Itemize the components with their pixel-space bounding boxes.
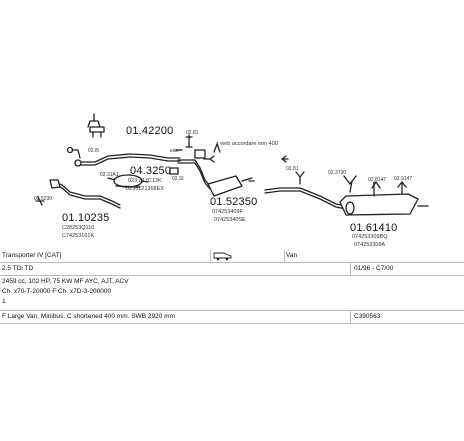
info-row-3: 2459 cc, 102 HP, 75 KW MF AYC, AJT, ACV [0,276,464,286]
vehicle-type-text: Van [286,252,298,259]
info-row-1: Transporter IV [CAT] Van [0,250,464,263]
info-row-4: Ch. x70-T-20000 F Ch. x7D-3-200000 [0,286,464,296]
pipes-text: 1 [2,298,6,305]
clamp-label-6: 02.81 [286,166,299,172]
part-middle-silencer [177,143,253,197]
vehicle-info-table: Transporter IV [CAT] Van 2.5 TDi TD 01/9… [0,250,464,330]
part-number-3-sub2: 07425340SE [214,217,246,223]
annotation-arrow [203,155,289,182]
info-row-2: 2.5 TDi TD 01/96 - C7/00 [0,263,464,276]
engine-codes-text: 2459 cc, 102 HP, 75 KW MF AYC, AJT, ACV [2,278,129,285]
part-number-3: 01.52350 [210,196,258,208]
part-front-flange [87,113,105,138]
part-number-3-sub1: 074253409F [212,209,243,215]
catalog-number-text: C390563 [354,313,381,320]
part-catalytic-converter [107,174,149,188]
chassis-text: Ch. x70-T-20000 F Ch. x7D-3-200000 [2,288,112,295]
seal-label: eas [170,148,179,154]
clamp-label-2: 02.8i [88,148,99,154]
clamp-label-1: 02.81 [186,130,199,136]
clamp-label-8: 02.8147 [368,177,387,183]
part-intermediate-pipe-left [35,179,121,209]
part-number-4-sub2: C74253161K [62,233,95,239]
part-number-2-sub1: 023.317C13K [128,178,162,184]
years-text: 01/96 - C7/00 [354,265,394,272]
part-number-4: 01.10235 [62,212,110,224]
part-number-5-sub1: 074253309BQ [352,234,388,240]
engine-text: 2.5 TDi TD [2,265,34,272]
part-number-1: 01.42200 [126,125,174,137]
clamp-label-9: 02.9147 [394,176,413,182]
van-icon [212,250,234,263]
part-number-5: 01.61410 [350,222,398,234]
annotation-text: x web accordare mm 400 [216,141,278,147]
part-front-downpipe [66,146,181,167]
part-number-5-sub2: 074253309A [354,242,386,248]
clamp-icons [169,134,193,175]
part-number-2: 04.3250 [130,165,172,177]
part-number-2-sub2: 0295121368EX [126,186,164,192]
info-row-6: F Large Van, Minibus. C shortened 400 mm… [0,310,464,324]
model-text: Transporter IV [CAT] [2,252,62,259]
body-text: F Large Van, Minibus. C shortened 400 mm… [2,313,175,320]
clamp-label-7: 02.3730 [328,170,347,176]
clamp-label-3: 02.5230 [34,196,53,202]
exhaust-diagram [35,113,429,216]
clamp-label-5: 02.SI [172,176,184,182]
clamp-label-4: 02.31A1 [100,172,119,178]
info-row-5: 1 [0,296,464,306]
part-number-4-sub1: C28253Q110 [62,225,95,231]
rear-hangers [343,175,407,197]
part-rear-silencer [264,171,429,216]
